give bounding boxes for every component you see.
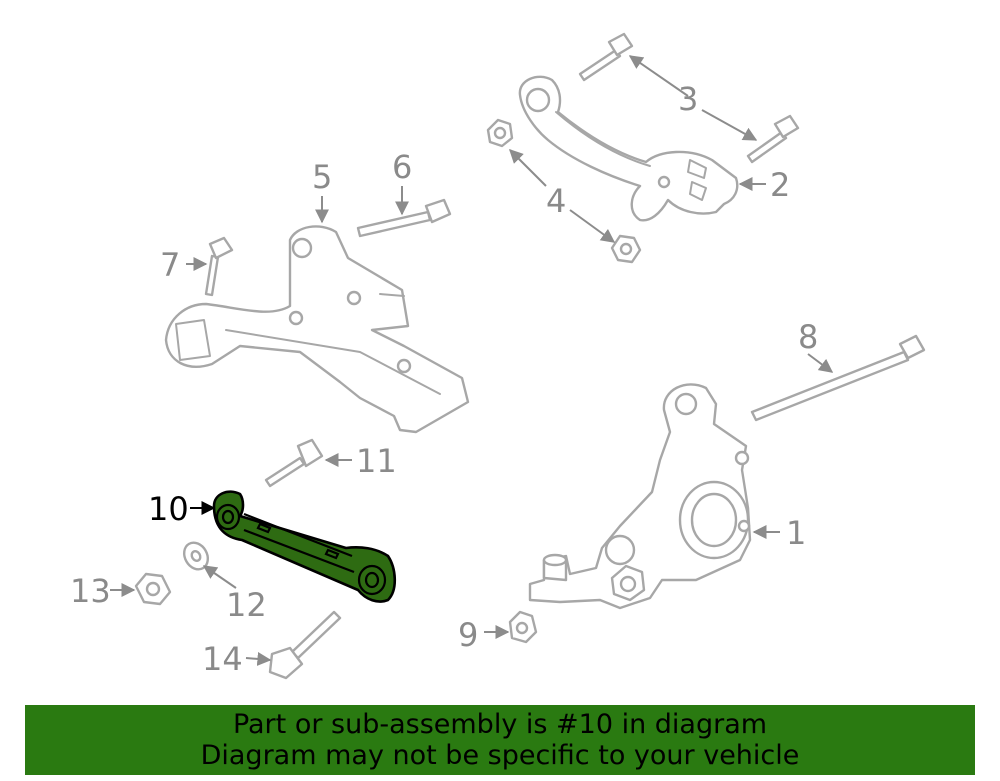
banner-line-1: Part or sub-assembly is #10 in diagram bbox=[232, 709, 768, 740]
part-1-knuckle bbox=[528, 383, 752, 610]
callout-6: 6 bbox=[392, 148, 412, 186]
callout-8: 8 bbox=[798, 318, 818, 356]
part-4-nut-upper bbox=[486, 118, 514, 148]
part-7-bolt bbox=[204, 236, 234, 297]
part-8-bolt bbox=[750, 334, 926, 422]
callout-1: 1 bbox=[786, 514, 806, 552]
callout-14: 14 bbox=[202, 640, 243, 678]
callout-13: 13 bbox=[70, 572, 111, 610]
callout-2: 2 bbox=[770, 166, 790, 204]
callout-10: 10 bbox=[148, 490, 189, 528]
callout-12: 12 bbox=[226, 586, 267, 624]
callout-5: 5 bbox=[312, 158, 332, 196]
part-10-lateral-link bbox=[212, 490, 397, 603]
parts-diagram: 1 2 3 4 5 6 7 8 9 10 11 12 13 14 bbox=[70, 32, 926, 680]
part-3-bolt-upper bbox=[578, 32, 634, 82]
part-11-bolt bbox=[264, 438, 324, 488]
callout-3: 3 bbox=[678, 80, 698, 118]
info-banner: Part or sub-assembly is #10 in diagram D… bbox=[25, 705, 975, 775]
callout-4: 4 bbox=[546, 182, 566, 220]
part-2-upper-arm bbox=[518, 75, 739, 222]
part-13-nut bbox=[134, 572, 172, 606]
part-4-nut-lower bbox=[610, 234, 642, 264]
banner-line-2: Diagram may not be specific to your vehi… bbox=[200, 740, 800, 771]
part-9-nut bbox=[508, 610, 538, 644]
part-3-bolt-lower bbox=[746, 114, 800, 164]
callout-7: 7 bbox=[160, 246, 180, 284]
part-14-bolt bbox=[268, 610, 342, 680]
part-5-lower-arm bbox=[164, 225, 470, 434]
callout-9: 9 bbox=[458, 616, 478, 654]
callout-11: 11 bbox=[356, 442, 397, 480]
part-6-bolt bbox=[356, 198, 452, 238]
